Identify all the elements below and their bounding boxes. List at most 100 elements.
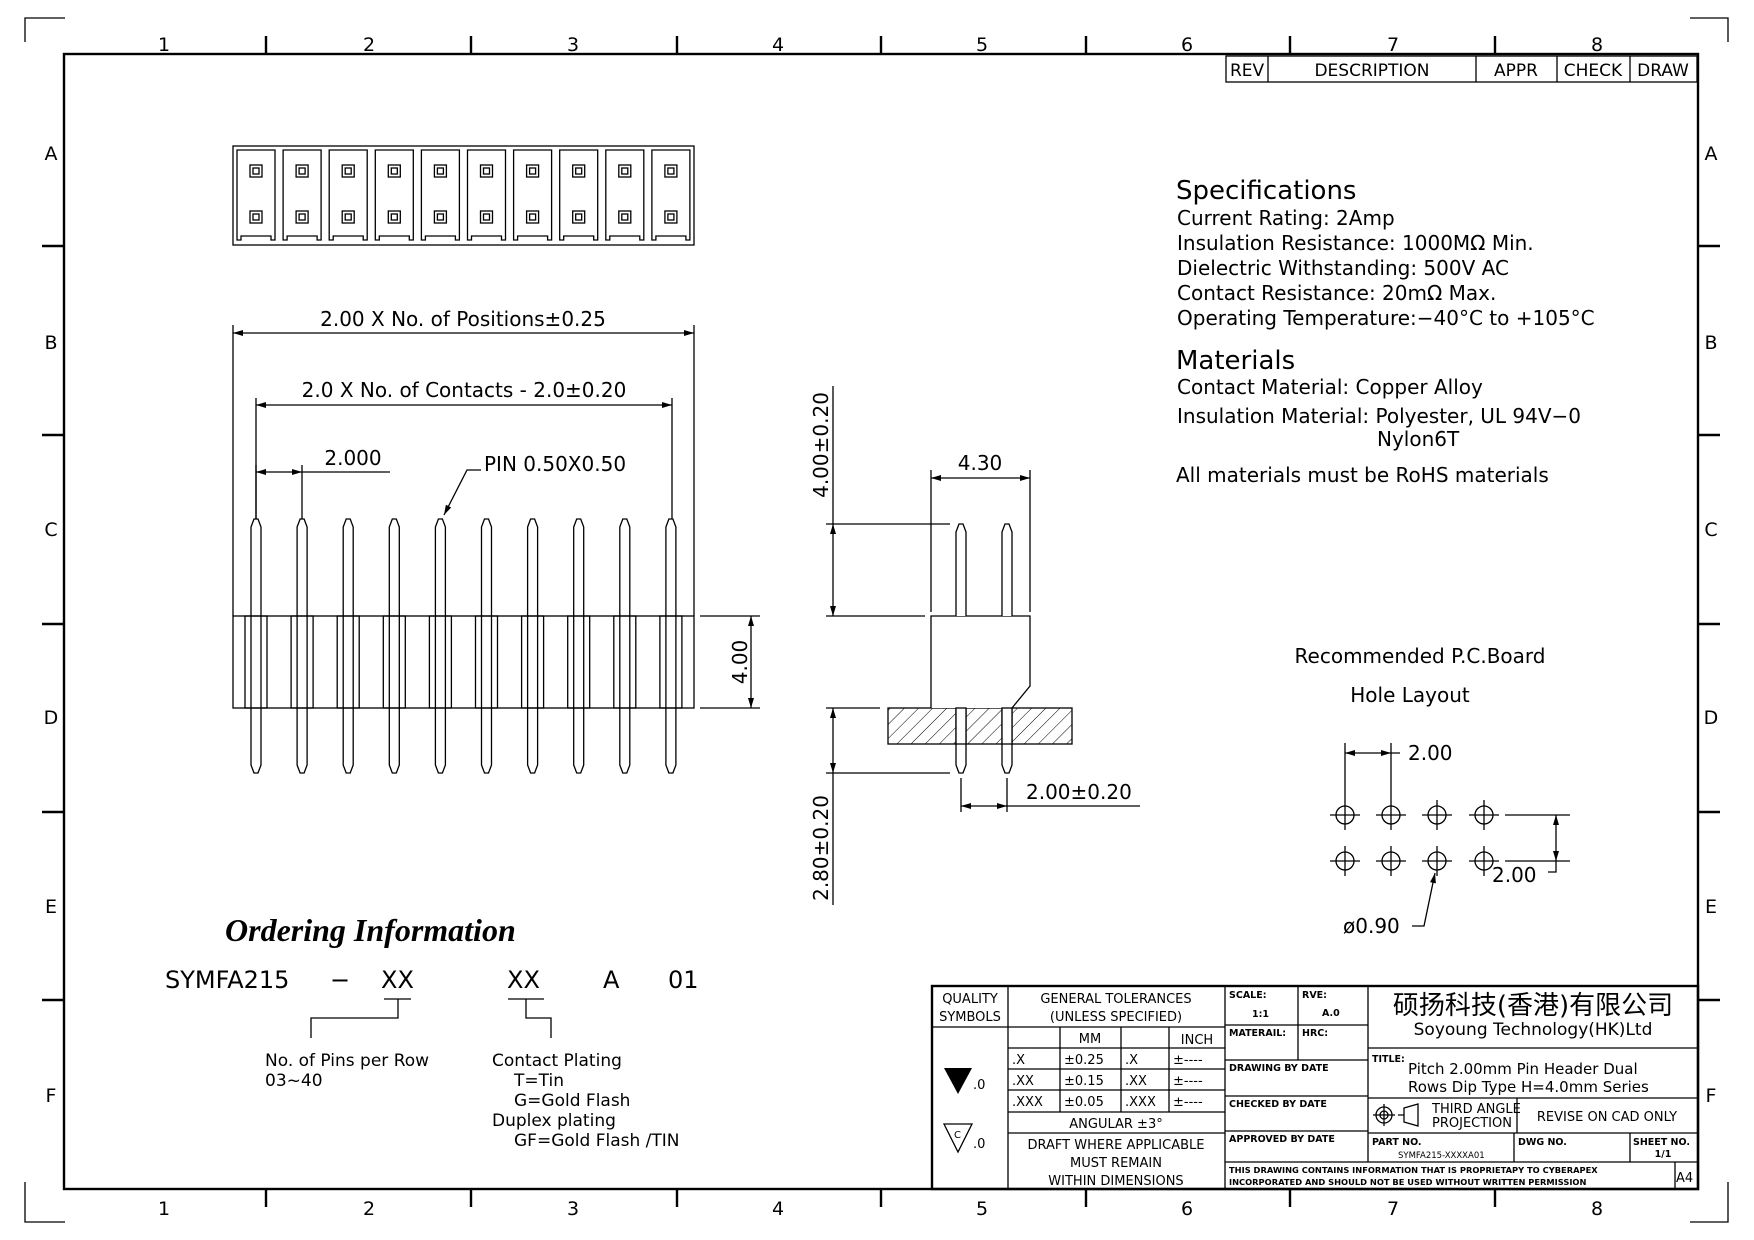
spec-line: Current Rating: 2Amp	[1177, 206, 1395, 230]
top-view-cell	[328, 149, 368, 241]
tolerance-label: .XXX	[1125, 1095, 1156, 1110]
plating-code: XX	[507, 966, 540, 994]
pin-square-inner	[436, 167, 445, 175]
pin-shoulder	[336, 615, 360, 709]
height-dimension: 4.00	[728, 640, 752, 685]
zone-column-label: 2	[363, 34, 375, 56]
tolerance-label: .XX	[1125, 1074, 1147, 1089]
tolerances-title: GENERAL TOLERANCES	[1040, 992, 1191, 1007]
contact-material: Contact Material: Copper Alloy	[1177, 375, 1483, 399]
projection-label: PROJECTION	[1432, 1116, 1512, 1131]
tolerance-inch: ±----	[1173, 1095, 1203, 1110]
pin	[250, 518, 262, 774]
pin-square	[572, 164, 586, 178]
ordering-heading: Ordering Information	[225, 912, 516, 948]
pin-square	[249, 210, 263, 224]
zone-column-label: 8	[1591, 34, 1603, 56]
pin-square	[295, 164, 309, 178]
top-view-cell	[282, 149, 322, 241]
scale-label: SCALE:	[1229, 990, 1267, 1001]
rve-label: RVE:	[1302, 990, 1327, 1001]
pin	[296, 518, 308, 774]
pins-code: XX	[381, 966, 414, 994]
hole-centerline	[1469, 846, 1499, 876]
zone-column-label: 5	[976, 1198, 988, 1220]
pin-square-inner	[436, 213, 445, 221]
drawing-title: Rows Dip Type H=4.0mm Series	[1408, 1078, 1649, 1096]
pin-bottom-dimension: 2.80±0.20	[809, 795, 833, 901]
zone-column-label: 1	[158, 34, 170, 56]
pin-shoulder	[613, 615, 637, 709]
part-no: SYMFA215-XXXXA01	[1398, 1151, 1485, 1161]
pin-top-dimension: 4.00±0.20	[809, 392, 833, 498]
front-view-dimensions: 2.00 X No. of Positions±0.25 2.0 X No. o…	[232, 307, 760, 709]
pin-square-inner	[575, 213, 583, 221]
zone-row-label: E	[45, 896, 57, 918]
pin-square	[433, 164, 448, 178]
drawing-title: Pitch 2.00mm Pin Header Dual	[1408, 1060, 1638, 1078]
pcb-layout-title: Recommended P.C.Board	[1295, 644, 1546, 668]
title-label: TITLE:	[1372, 1054, 1405, 1065]
tolerance-inch: ±----	[1173, 1074, 1203, 1089]
pin-shoulder	[290, 615, 314, 709]
pin-square-inner	[667, 213, 675, 221]
zone-column-label: 6	[1181, 34, 1193, 56]
check-header: CHECK	[1564, 61, 1623, 81]
duplex-option: GF=Gold Flash /TIN	[514, 1131, 679, 1151]
pin	[342, 518, 354, 774]
top-view-cell	[420, 149, 461, 241]
hole-centerline	[1376, 800, 1406, 830]
quality-mark: .0	[973, 1137, 985, 1152]
pin	[665, 518, 677, 774]
quality-symbols-label: QUALITY	[942, 992, 998, 1007]
pin	[480, 518, 493, 774]
tolerance-mm: ±0.25	[1064, 1053, 1104, 1068]
top-view	[232, 145, 695, 246]
top-view-cell	[466, 149, 507, 241]
pin-square-inner	[528, 167, 537, 175]
paper-size: A4	[1676, 1171, 1693, 1186]
pin	[619, 518, 631, 774]
pin-square-inner	[390, 167, 398, 175]
critical-triangle-icon	[942, 1123, 974, 1154]
inch-header: INCH	[1181, 1033, 1213, 1048]
pin	[434, 518, 447, 774]
pin-shoulder	[382, 615, 406, 709]
pin-square-inner	[298, 213, 306, 221]
duplex-label: Duplex plating	[492, 1111, 616, 1131]
row-pitch-dimension: 2.00±0.20	[1026, 780, 1132, 804]
scale-value: 1:1	[1252, 1009, 1269, 1020]
suffix-code: 01	[668, 966, 699, 994]
tolerance-mm: ±0.15	[1064, 1074, 1104, 1089]
width-dimension: 4.30	[958, 451, 1003, 475]
rev-header: REV	[1230, 61, 1265, 81]
hole-centerline	[1330, 846, 1360, 876]
pin-square-inner	[344, 167, 352, 175]
title-block: QUALITY SYMBOLS .0 C .0 GENERAL TOLERANC…	[930, 984, 1700, 1191]
drawing-by-label: DRAWING BY DATE	[1229, 1063, 1329, 1074]
pin-square-inner	[621, 213, 629, 221]
part-no-label: PART NO.	[1372, 1137, 1422, 1148]
pin-shoulder	[428, 615, 453, 709]
pitch-dimension: 2.000	[324, 446, 381, 470]
company-name-cn: 硕扬科技(香港)有限公司	[1393, 991, 1673, 1021]
top-view-cell	[374, 149, 414, 241]
tolerance-inch: ±----	[1173, 1053, 1203, 1068]
spec-line: Operating Temperature:−40°C to +105°C	[1177, 306, 1595, 330]
tolerances-subtitle: (UNLESS SPECIFIED)	[1050, 1010, 1182, 1025]
revise-note: REVISE ON CAD ONLY	[1537, 1110, 1677, 1125]
pin-square	[664, 164, 678, 178]
hole-diameter: ø0.90	[1343, 914, 1400, 938]
dwg-no-label: DWG NO.	[1518, 1137, 1567, 1148]
rve-value: A.0	[1322, 1008, 1340, 1019]
top-view-cell	[512, 149, 553, 241]
disclaimer: THIS DRAWING CONTAINS INFORMATION THAT I…	[1229, 1165, 1598, 1175]
pin-square-inner	[575, 167, 583, 175]
pin-square	[618, 164, 632, 178]
pin-square-inner	[344, 213, 352, 221]
checked-by-label: CHECKED BY DATE	[1229, 1099, 1327, 1110]
zone-row-label: E	[1705, 896, 1717, 918]
svg-text:C: C	[954, 1130, 961, 1141]
pin-shoulder	[567, 615, 591, 709]
